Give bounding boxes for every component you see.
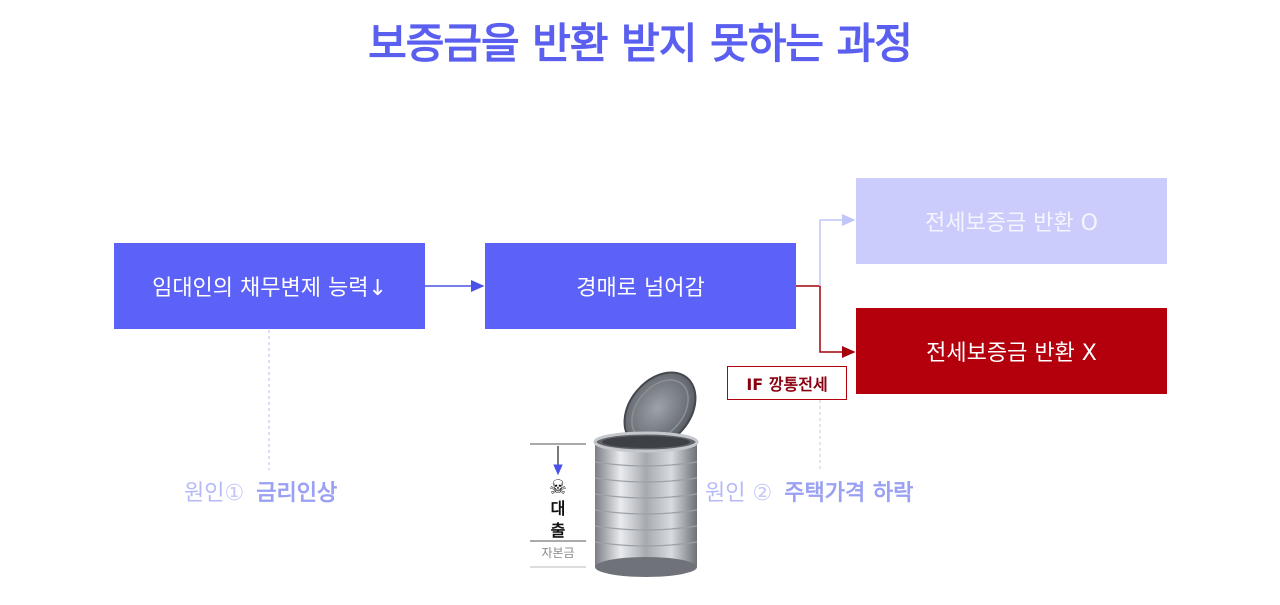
cause-1: 원인① 금리인상: [184, 475, 337, 507]
cause-2: 원인 ② 주택가격 하락: [705, 475, 913, 507]
outcome-return-yes-box: 전세보증금 반환 O: [856, 178, 1167, 264]
loan-label-top: 대: [550, 499, 566, 518]
outcome-return-no-box: 전세보증금 반환 X: [856, 308, 1167, 394]
cause-2-number: ②: [752, 481, 773, 506]
cause-1-number: ①: [224, 481, 245, 506]
arrow-to-outcome-o: [819, 214, 856, 286]
loan-label-bottom: 출: [550, 521, 566, 540]
cause-1-label: 원인: [184, 481, 225, 506]
skull-icon: ☠: [549, 475, 567, 499]
condition-label: IF 깡통전세: [727, 366, 847, 400]
step-debt-capacity-box: 임대인의 채무변제 능력↓: [114, 243, 425, 329]
empty-can-icon: [593, 371, 699, 577]
loan-equity-scale: [530, 443, 586, 568]
page-title: 보증금을 반환 받지 못하는 과정: [368, 19, 913, 68]
equity-label: 자본금: [541, 546, 575, 560]
cause-2-label: 원인: [705, 481, 746, 506]
cause-2-keyword: 주택가격 하락: [784, 481, 914, 506]
cause-1-keyword: 금리인상: [256, 481, 338, 506]
arrow-to-outcome-x: [796, 285, 856, 358]
step-auction-box: 경매로 넘어감: [485, 243, 796, 329]
